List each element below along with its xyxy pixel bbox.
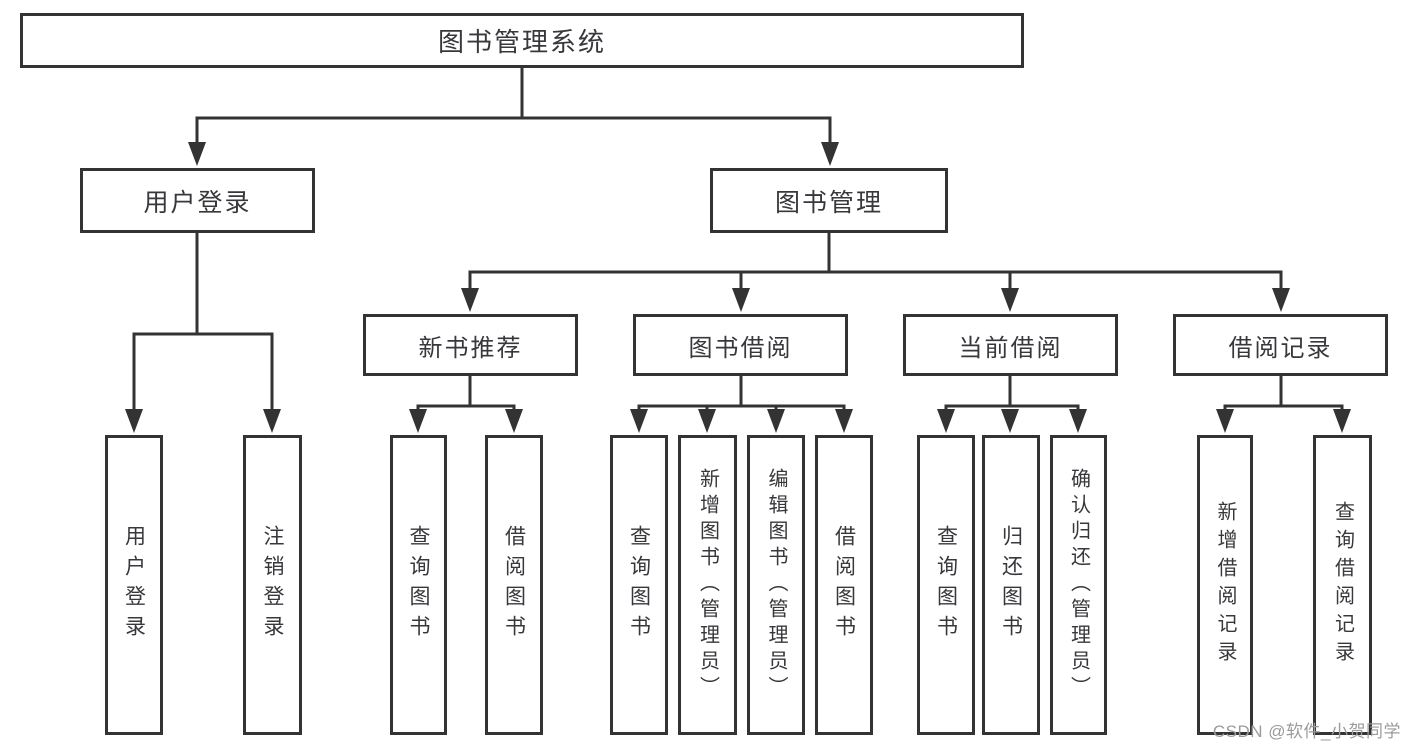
leaf-return-books-label: 归还图书 bbox=[999, 525, 1023, 645]
leaf-add-borrow-record-label: 新增借阅记录 bbox=[1214, 501, 1236, 669]
arrowheads bbox=[125, 142, 1351, 433]
node-book-borrowing: 图书借阅 bbox=[633, 314, 848, 376]
leaf-logout-login-label: 注销登录 bbox=[261, 525, 284, 645]
node-book-management: 图书管理 bbox=[710, 168, 948, 233]
leaf-query-books-borrowing-label: 查询图书 bbox=[627, 525, 651, 645]
leaf-add-borrow-record: 新增借阅记录 bbox=[1197, 435, 1253, 735]
node-book-management-label: 图书管理 bbox=[774, 188, 883, 217]
node-current-borrowing: 当前借阅 bbox=[903, 314, 1118, 376]
leaf-borrow-books: 借阅图书 bbox=[815, 435, 873, 735]
node-user-login: 用户登录 bbox=[80, 168, 315, 233]
leaf-borrow-books-recommend-label: 借阅图书 bbox=[502, 525, 526, 645]
leaf-add-book-admin: 新增图书（管理员） bbox=[678, 435, 737, 735]
node-new-book-recommendation-label: 新书推荐 bbox=[418, 334, 523, 362]
node-new-book-recommendation: 新书推荐 bbox=[363, 314, 578, 376]
node-book-borrowing-label: 图书借阅 bbox=[688, 334, 793, 362]
csdn-watermark: CSDN @软件_小贺同学 bbox=[1212, 722, 1401, 741]
leaf-query-books-recommend-label: 查询图书 bbox=[407, 525, 430, 645]
leaf-query-books-borrowing: 查询图书 bbox=[610, 435, 668, 735]
node-library-management-system-label: 图书管理系统 bbox=[437, 27, 606, 57]
leaf-query-books-current: 查询图书 bbox=[917, 435, 975, 735]
leaf-borrow-books-label: 借阅图书 bbox=[832, 525, 856, 645]
leaf-borrow-books-recommend: 借阅图书 bbox=[485, 435, 543, 735]
leaf-user-login: 用户登录 bbox=[105, 435, 163, 735]
leaf-query-borrow-record: 查询借阅记录 bbox=[1313, 435, 1372, 735]
leaf-confirm-return-admin-label: 确认归还（管理员） bbox=[1067, 468, 1090, 702]
leaf-return-books: 归还图书 bbox=[982, 435, 1040, 735]
leaf-query-borrow-record-label: 查询借阅记录 bbox=[1331, 501, 1354, 669]
leaf-add-book-admin-label: 新增图书（管理员） bbox=[696, 468, 719, 702]
leaf-edit-book-admin: 编辑图书（管理员） bbox=[747, 435, 805, 735]
leaf-edit-book-admin-label: 编辑图书（管理员） bbox=[765, 468, 787, 702]
leaf-logout-login: 注销登录 bbox=[243, 435, 302, 735]
leaf-query-books-recommend: 查询图书 bbox=[390, 435, 447, 735]
node-current-borrowing-label: 当前借阅 bbox=[958, 334, 1063, 362]
node-library-management-system: 图书管理系统 bbox=[20, 13, 1024, 68]
leaf-user-login-label: 用户登录 bbox=[122, 525, 146, 645]
node-borrowing-records: 借阅记录 bbox=[1173, 314, 1388, 376]
leaf-query-books-current-label: 查询图书 bbox=[934, 525, 958, 645]
leaf-confirm-return-admin: 确认归还（管理员） bbox=[1050, 435, 1107, 735]
node-borrowing-records-label: 借阅记录 bbox=[1228, 334, 1333, 362]
node-user-login-label: 用户登录 bbox=[143, 188, 252, 217]
